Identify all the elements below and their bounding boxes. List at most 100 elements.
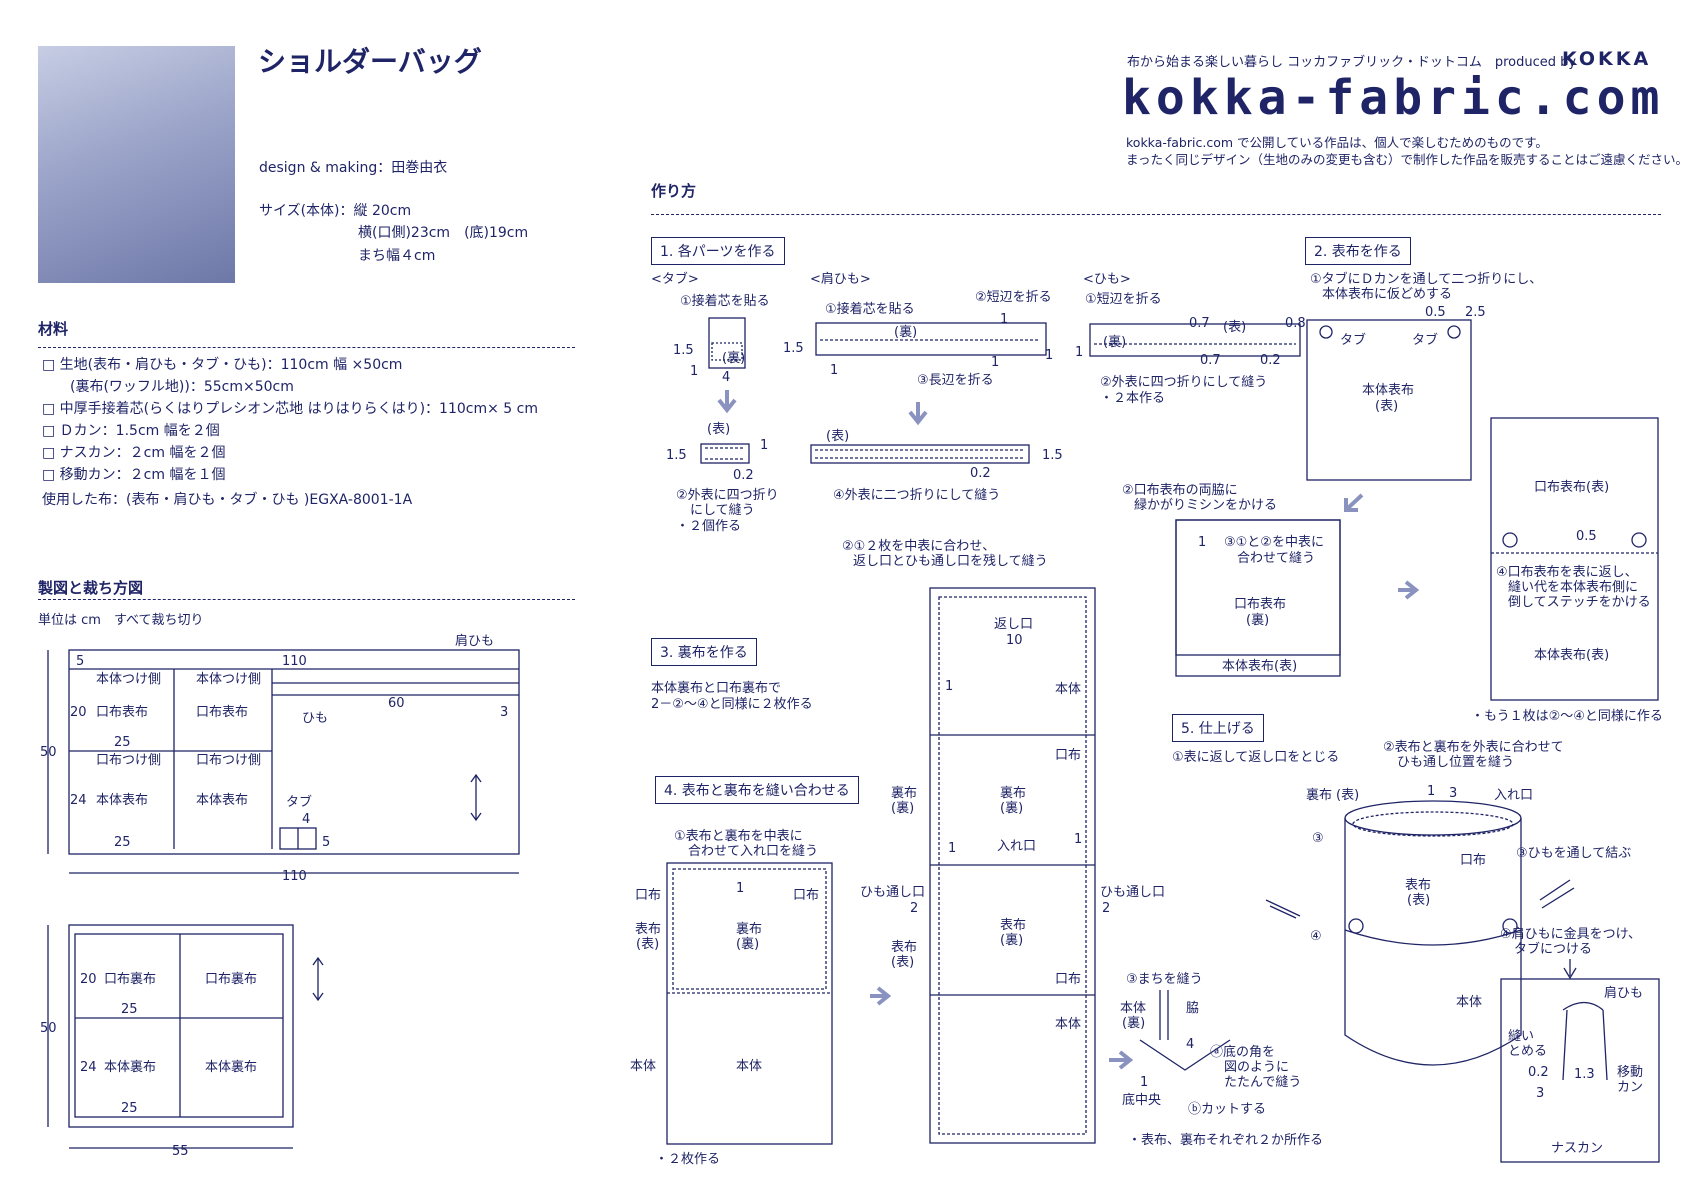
dim-label: 1.3 xyxy=(1574,1067,1595,1082)
howto-heading: 作り方 xyxy=(651,182,697,200)
step-5-box: 5. 仕上げる xyxy=(1172,714,1264,742)
dim-label: 5 xyxy=(322,835,330,850)
callout: ・２個作る xyxy=(676,519,741,534)
dim-label: 1.5 xyxy=(666,448,687,463)
callout: 口布 xyxy=(1055,972,1081,987)
callout: 表布 xyxy=(635,922,661,937)
step-3-note-1: 本体裏布と口布裏布で xyxy=(651,681,782,696)
callout: ②口布表布の両脇に xyxy=(1122,483,1238,498)
part-title: <ひも> xyxy=(1083,272,1131,287)
callout: (表) xyxy=(826,429,849,444)
dim-label: 3 xyxy=(1449,786,1457,801)
brand-logo[interactable]: kokka-fabric.com xyxy=(1122,70,1665,126)
dim-label: 1 xyxy=(1074,832,1082,847)
callout: にして縫う xyxy=(690,503,755,518)
callout: 口布 xyxy=(793,888,819,903)
piece-label: 口布裏布 xyxy=(104,972,156,987)
callout: 本体表布に仮どめする xyxy=(1322,287,1452,302)
callout: 本体 xyxy=(630,1059,656,1074)
dim-label: 0.2 xyxy=(733,468,754,483)
callout: ①接着芯を貼る xyxy=(680,293,770,309)
callout: タブ xyxy=(1412,332,1438,348)
dim-label: 1.5 xyxy=(783,341,804,356)
dim-label: 25 xyxy=(121,1002,138,1017)
step5-labels: ①表に返して返し口をとじる ②表布と裏布を外表に合わせて ひも通し位置を縫う 裏… xyxy=(1172,740,1643,1156)
material-item: □ 生地(表布・肩ひも・タブ・ひも)：110cm 幅 ×50cm xyxy=(42,357,403,373)
callout: 倒してステッチをかける xyxy=(1508,595,1651,610)
callout: 本体 xyxy=(1456,995,1482,1010)
callout: 返し口とひも通し口を残して縫う xyxy=(853,554,1048,569)
dim-label: 0.8 xyxy=(1285,316,1306,331)
material-item: □ 中厚手接着芯(らくはりプレシオン芯地 はりはりらくはり)：110cm× 5 … xyxy=(42,401,538,417)
material-item: □ ナスカン：２cm 幅を２個 xyxy=(42,445,226,461)
dim-label: 1 xyxy=(948,841,956,856)
callout: 入れ口 xyxy=(997,839,1036,854)
brand-tagline: 布から始まる楽しい暮らし コッカファブリック・ドットコム produced by xyxy=(1127,55,1577,70)
step-1-box: 1. 各パーツを作る xyxy=(651,237,785,265)
callout: 本体表布 xyxy=(1362,383,1414,398)
step-3-box: 3. 裏布を作る xyxy=(651,638,757,666)
callout: ③ひもを通して結ぶ xyxy=(1516,846,1631,861)
piece-label: 本体表布 xyxy=(196,793,248,808)
dim-label: 24 xyxy=(70,793,87,808)
step-2-box: 2. 表布を作る xyxy=(1305,237,1411,265)
callout: ・２本作る xyxy=(1100,391,1165,406)
cutting-layout-front-labels: 5 110 肩ひも 本体つけ側 本体つけ側 20 口布表布 口布表布 60 ひも… xyxy=(40,633,508,884)
size-label: サイズ(本体)：縦 20cm xyxy=(259,203,412,219)
callout: とめる xyxy=(1508,1044,1547,1059)
dim-label: 1 xyxy=(760,438,768,453)
piece-label: 口布つけ側 xyxy=(196,753,261,768)
callout: ④外表に二つ折りにして縫う xyxy=(833,488,1000,503)
callout: 合わせて縫う xyxy=(1237,551,1315,566)
callout: (表) xyxy=(1223,320,1246,335)
callout: 裏布 xyxy=(891,786,917,801)
callout: 本体 xyxy=(1055,1017,1081,1032)
callout: 口布表布(表) xyxy=(1534,480,1609,495)
dim-label: 4 xyxy=(1186,1037,1194,1052)
callout: (表) xyxy=(1336,788,1359,803)
part-title: <タブ> xyxy=(651,271,699,287)
dim-label: 1.5 xyxy=(1042,448,1063,463)
materials-list: □ 生地(表布・肩ひも・タブ・ひも)：110cm 幅 ×50cm (裏布(ワッフ… xyxy=(42,356,538,488)
callout: 表布 xyxy=(891,940,917,955)
callout: ひも通し位置を縫う xyxy=(1397,755,1514,770)
callout: 本体表布(表) xyxy=(1222,659,1297,674)
dim-label: 2 xyxy=(1102,901,1110,916)
piece-label: 本体裏布 xyxy=(205,1060,257,1075)
callout: ③①と②を中表に xyxy=(1224,535,1324,550)
callout: 本体 xyxy=(1120,1001,1146,1016)
material-item: □ 移動カン：２cm 幅を１個 xyxy=(42,467,226,483)
howto-divider xyxy=(651,214,1661,215)
callout: ③まちを縫う xyxy=(1126,972,1203,987)
piece-label: 口布裏布 xyxy=(205,972,257,987)
callout: (裏) xyxy=(1000,933,1023,948)
callout: 緑かがりミシンをかける xyxy=(1134,498,1277,513)
dim-label: 1 xyxy=(1140,1075,1148,1090)
callout: 肩ひも xyxy=(1604,985,1643,1001)
dim-label: 1 xyxy=(1075,345,1083,360)
callout: タブにつける xyxy=(1514,941,1592,957)
callout: ・表布、裏布それぞれ２か所作る xyxy=(1128,1133,1323,1148)
material-item: □ Ｄカン：1.5cm 幅を２個 xyxy=(42,423,220,439)
used-fabric: 使用した布：(表布・肩ひも・タブ・ひも )EGXA-8001-1A xyxy=(42,492,413,508)
dim-label: ③ xyxy=(1312,831,1324,846)
piece-label: 口布表布 xyxy=(196,705,248,720)
dim-label: 24 xyxy=(80,1060,97,1075)
callout: タブ xyxy=(1340,332,1366,348)
callout: 口布表布 xyxy=(1234,597,1286,612)
callout: (裏) xyxy=(722,351,745,366)
dim-label: 10 xyxy=(1006,633,1023,648)
callout: 縫い代を本体表布側に xyxy=(1508,580,1638,595)
dim-label: 0.7 xyxy=(1200,353,1221,368)
dim-label: 55 xyxy=(172,1144,189,1159)
callout: 本体 xyxy=(736,1059,762,1074)
dim-label: 0.2 xyxy=(1260,353,1281,368)
callout: ②短辺を折る xyxy=(975,290,1052,305)
materials-divider xyxy=(38,347,575,348)
callout: ②表布と裏布を外表に合わせて xyxy=(1383,740,1564,755)
step-3-note-2: 2－②～④と同様に２枚作る xyxy=(651,697,813,712)
step5-drawings xyxy=(1265,800,1660,1163)
callout: (裏) xyxy=(1246,613,1269,628)
dim-label: 0.5 xyxy=(1425,305,1446,320)
